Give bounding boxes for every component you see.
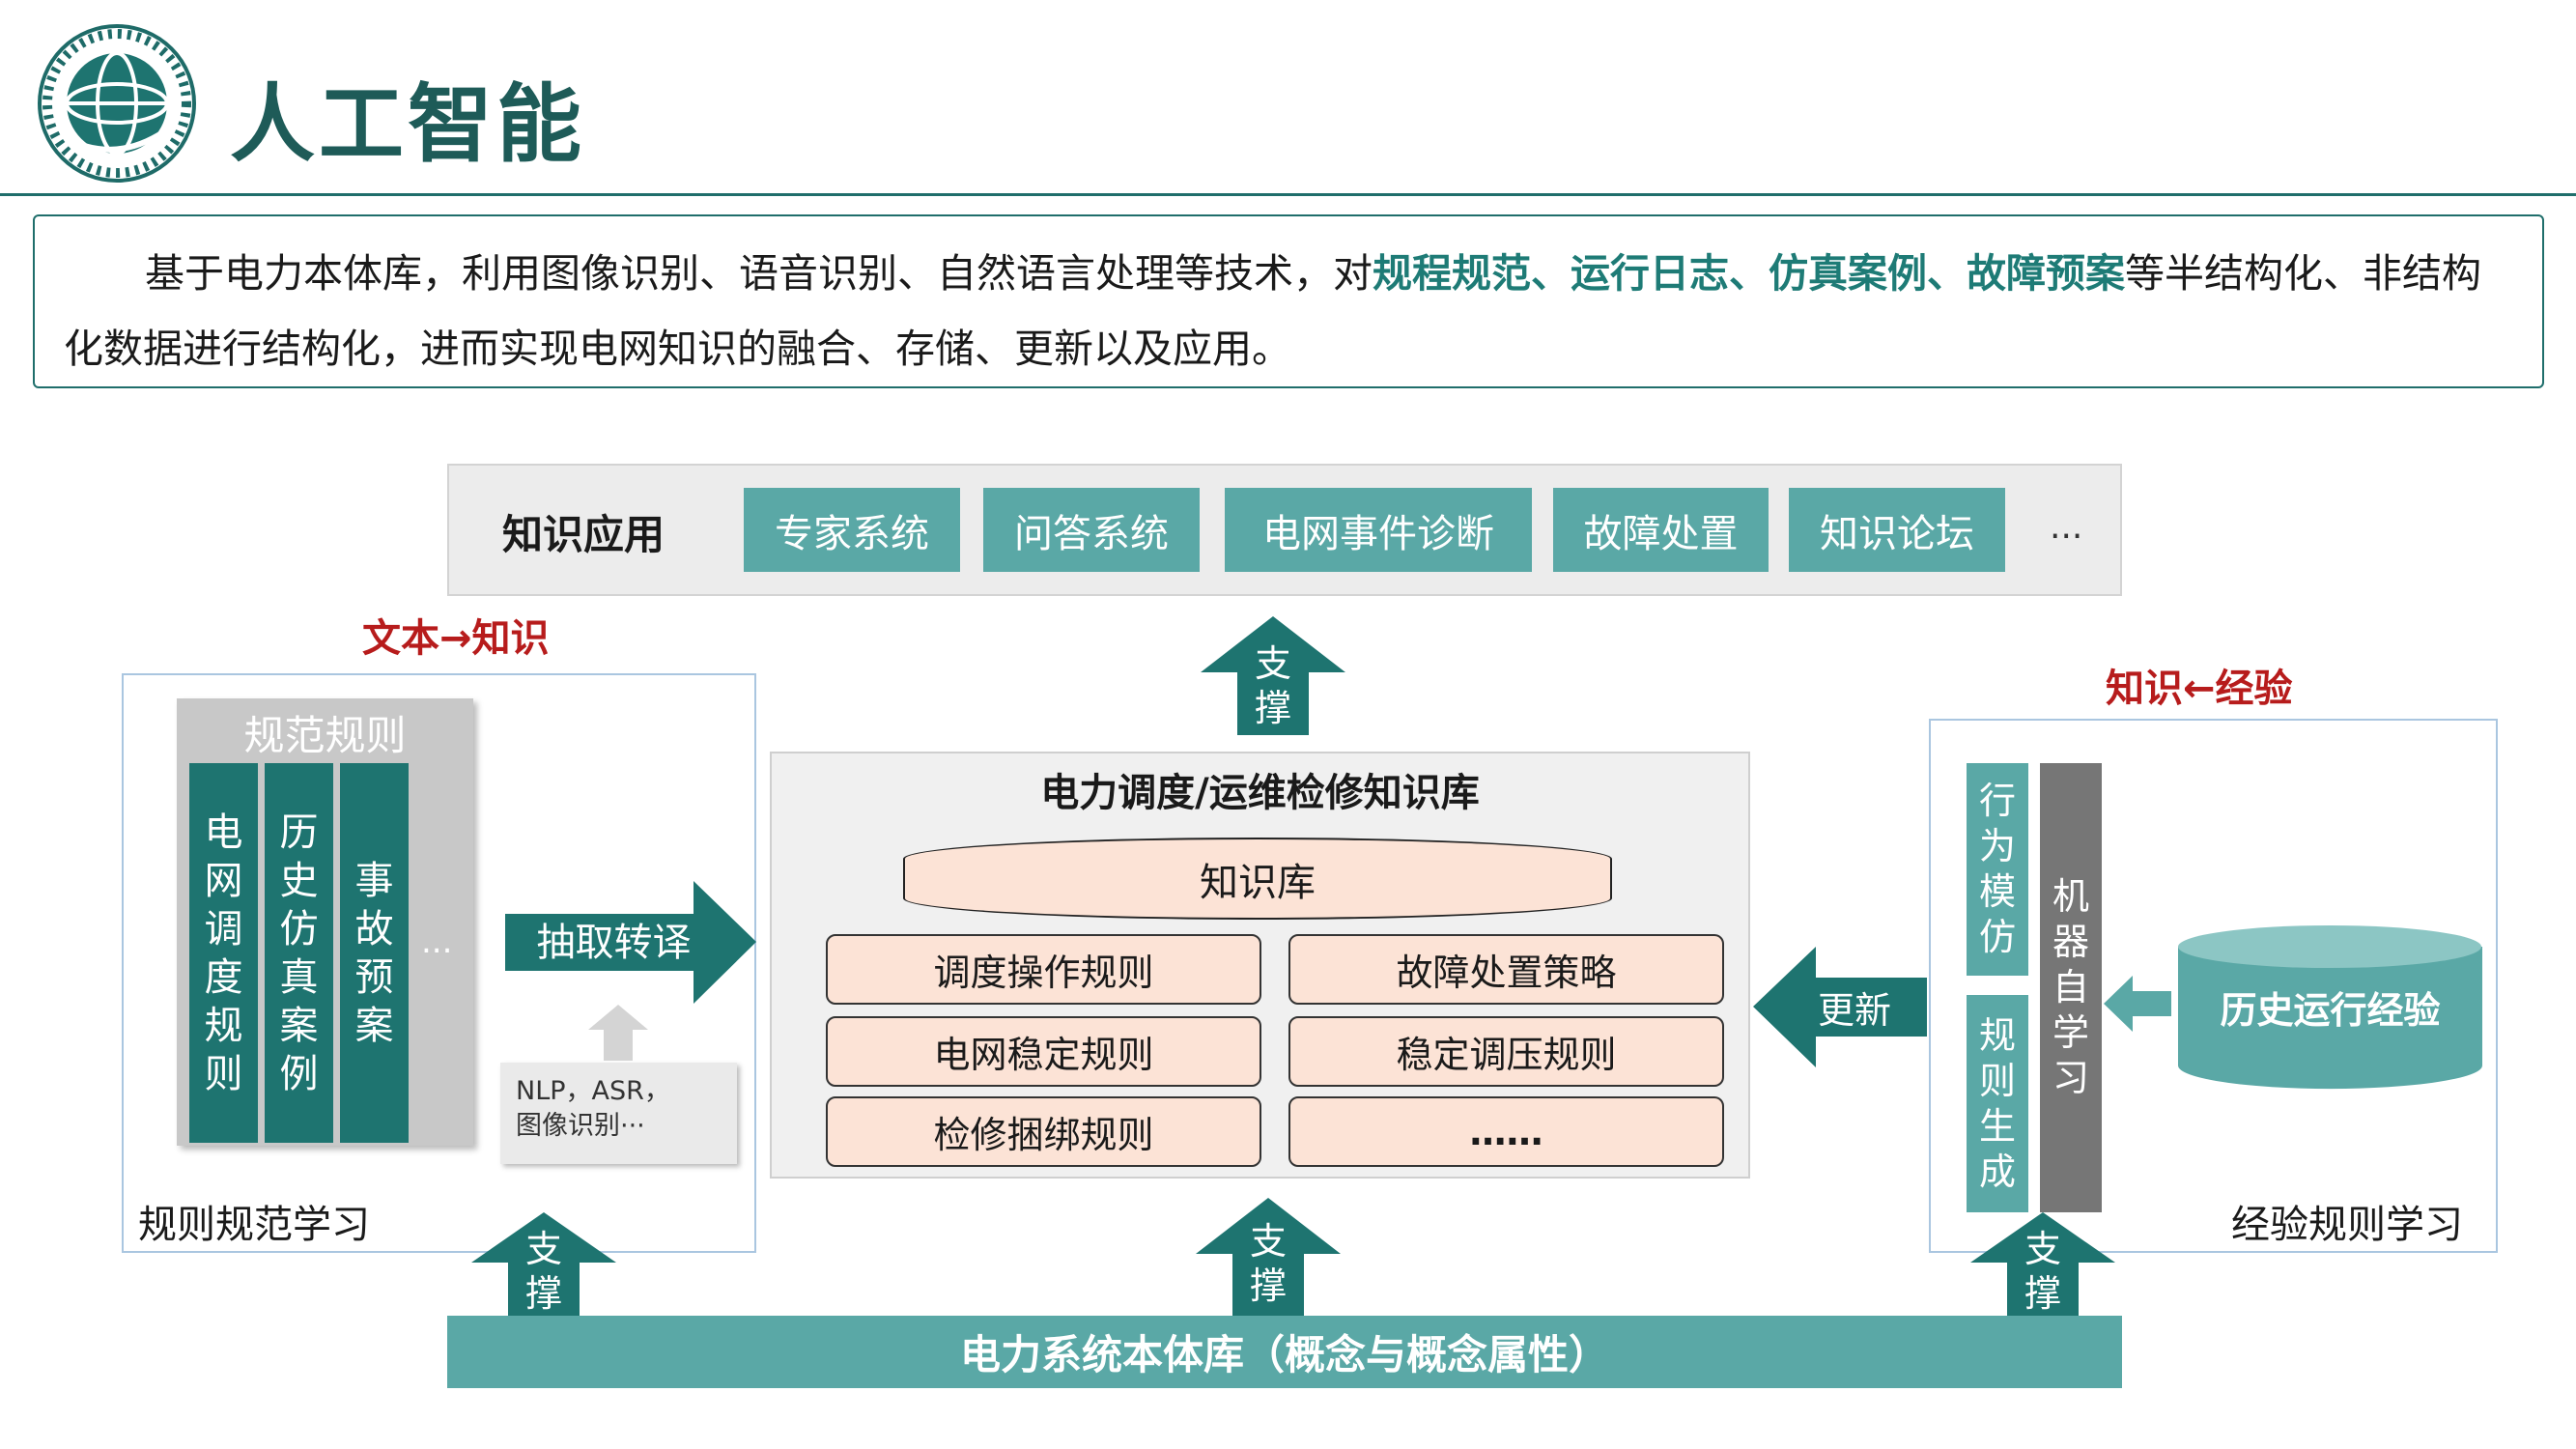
rule-column-history-cases: 历史仿真案例 [265, 763, 333, 1143]
nlp-up-arrow [588, 1005, 648, 1061]
right-arrow-icon [505, 881, 756, 1004]
rule-voltage-regulation: 稳定调压规则 [1288, 1016, 1724, 1087]
up-arrow-icon [1196, 1198, 1341, 1319]
description-box: 基于电力本体库，利用图像识别、语音识别、自然语言处理等技术，对规程规范、运行日志… [33, 214, 2544, 388]
machine-learning-column: 机器自学习 [2040, 763, 2102, 1212]
extract-arrow [505, 881, 756, 1004]
small-up-arrow-icon [588, 1005, 648, 1061]
small-left-arrow-icon [2104, 976, 2171, 1032]
app-more: ... [2050, 507, 2083, 547]
knowledge-app-label: 知识应用 [502, 511, 665, 558]
page-title: 人工智能 [230, 74, 586, 174]
database-cylinder-icon [2178, 925, 2482, 1090]
nlp-box: NLP，ASR， 图像识别··· [500, 1063, 737, 1164]
state-grid-logo-icon [38, 24, 196, 183]
support-center-label: 支撑 [1249, 1220, 1287, 1307]
rule-more: …… [1288, 1096, 1724, 1167]
rule-column-accident-plans: 事故预案 [340, 763, 409, 1143]
app-item-expert-system: 专家系统 [744, 488, 960, 572]
left-panel-caption: 规则规范学习 [138, 1203, 370, 1247]
left-arrow-icon [1753, 947, 1927, 1067]
description-text-1: 基于电力本体库，利用图像识别、语音识别、自然语言处理等技术，对 [145, 250, 1373, 297]
ontology-bar: 电力系统本体库（概念与概念属性） [447, 1316, 2122, 1388]
center-panel-title: 电力调度/运维检修知识库 [1040, 771, 1480, 815]
history-experience-label: 历史运行经验 [2220, 989, 2441, 1032]
support-right-label: 支撑 [2024, 1228, 2061, 1315]
header-divider [0, 193, 2576, 196]
support-arrow-left [471, 1212, 616, 1319]
rule-fault-strategy: 故障处置策略 [1288, 934, 1724, 1005]
update-label: 更新 [1817, 989, 1891, 1032]
description-highlight: 规程规范、运行日志、仿真案例、故障预案 [1373, 250, 2125, 297]
support-top-label: 支撑 [1254, 642, 1291, 729]
support-arrow-right [1970, 1212, 2115, 1319]
app-item-event-diagnosis: 电网事件诊断 [1225, 488, 1532, 572]
update-arrow [1753, 947, 1927, 1067]
rules-more: ... [421, 923, 453, 961]
support-arrow-center [1196, 1198, 1341, 1319]
up-arrow-icon [471, 1212, 616, 1319]
app-item-fault-handling: 故障处置 [1553, 488, 1769, 572]
knowledge-base-cylinder: 知识库 [903, 838, 1612, 920]
support-arrow-top [1201, 616, 1345, 735]
app-item-knowledge-forum: 知识论坛 [1789, 488, 2005, 572]
support-left-label: 支撑 [524, 1228, 562, 1315]
description-text-2: 等半结构化、非结构化数据进行结构化，进而实现电网知识的融合、存储、更新以及应用。 [64, 250, 2481, 372]
rules-box-title: 规范规则 [243, 712, 407, 759]
up-arrow-icon [1201, 616, 1345, 735]
behavior-imitation-column: 行为模仿 [1967, 763, 2028, 976]
extract-label: 抽取转译 [536, 921, 692, 965]
text-to-knowledge-label: 文本→知识 [362, 616, 550, 661]
up-arrow-icon [1970, 1212, 2115, 1319]
right-panel-caption: 经验规则学习 [2231, 1203, 2463, 1247]
logo [35, 21, 199, 185]
app-item-qa-system: 问答系统 [983, 488, 1200, 572]
rule-maintenance-bundle: 检修捆绑规则 [826, 1096, 1261, 1167]
rule-generation-column: 规则生成 [1967, 995, 2028, 1212]
rule-column-grid-dispatch: 电网调度规则 [189, 763, 258, 1143]
rule-grid-stability: 电网稳定规则 [826, 1016, 1261, 1087]
rule-dispatch-operation: 调度操作规则 [826, 934, 1261, 1005]
knowledge-from-experience-label: 知识←经验 [2106, 667, 2293, 711]
history-to-ml-arrow [2104, 976, 2171, 1032]
history-experience-cylinder [2178, 925, 2482, 1090]
